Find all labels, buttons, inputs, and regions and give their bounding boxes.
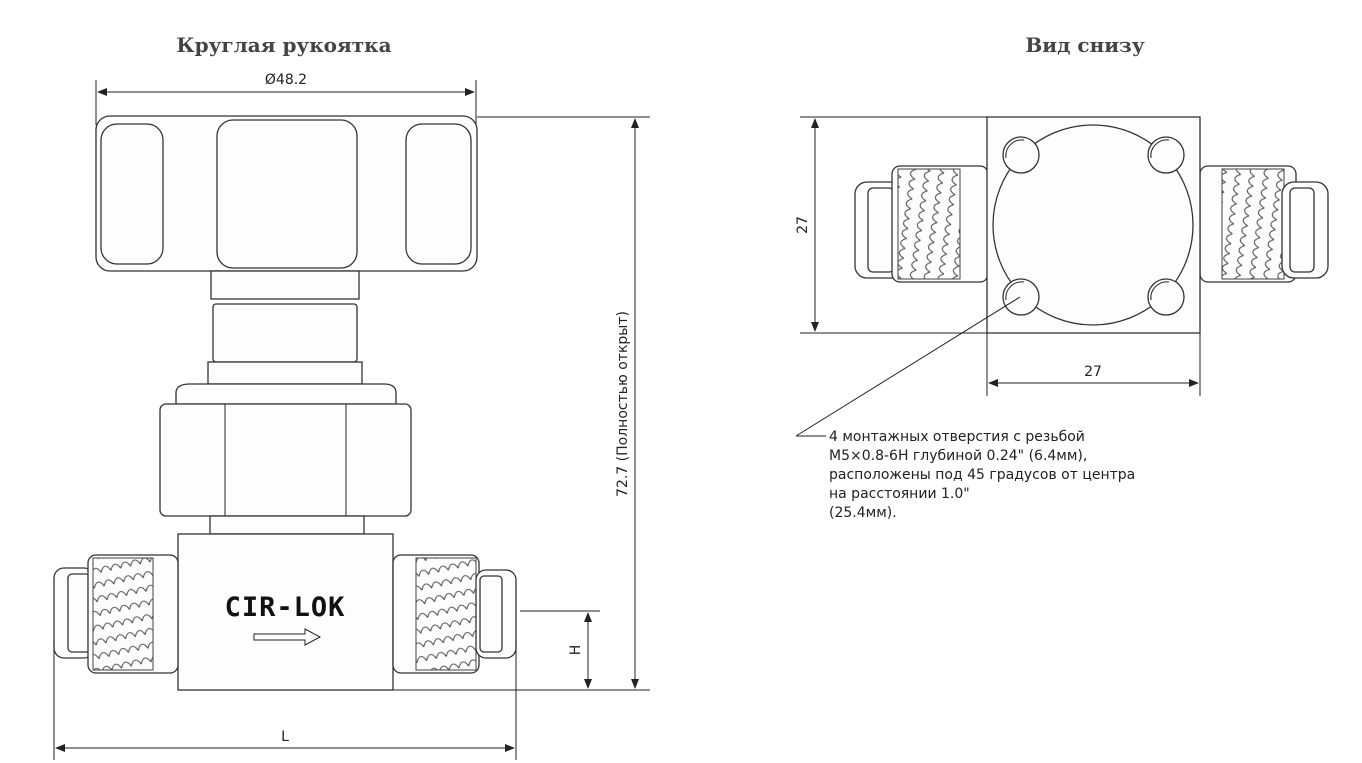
stem-base xyxy=(207,361,363,385)
bv-right-thread xyxy=(1221,168,1285,280)
height-open-label: 72.7 (Полностью открыт) xyxy=(615,311,631,497)
title-bottom-view: Вид снизу xyxy=(1025,33,1144,57)
bv-center-circle xyxy=(992,124,1194,326)
bottom-width-label: 27 xyxy=(1084,364,1102,380)
bottom-height-label: 27 xyxy=(795,216,811,234)
right-port-inner xyxy=(479,575,503,653)
stem-collar xyxy=(210,270,360,300)
valve-side-view: Ø48.2 CIR-LOK xyxy=(53,72,650,760)
handle-diameter-label: Ø48.2 xyxy=(265,72,307,88)
note-line-1: 4 монтажных отверстия с резьбой xyxy=(829,429,1085,445)
port-height-label: H xyxy=(568,645,584,656)
left-port-inner xyxy=(67,573,91,653)
right-port-thread xyxy=(415,557,477,671)
note-line-5: (25.4мм). xyxy=(829,505,897,521)
mounting-hole xyxy=(1147,278,1185,316)
bv-left-inner xyxy=(867,187,895,273)
bonnet-neck xyxy=(209,515,365,535)
left-port-thread xyxy=(92,557,154,671)
bonnet-nut xyxy=(159,403,412,517)
bv-right-inner xyxy=(1289,187,1315,273)
handle-grip-center xyxy=(216,119,358,269)
note-leader-line xyxy=(795,296,1021,437)
bonnet-top xyxy=(175,383,397,405)
bottom-view: 27 27 xyxy=(795,116,1329,437)
note-line-4: на расстоянии 1.0" xyxy=(829,486,970,502)
note-line-2: M5×0.8-6H глубиной 0.24" (6.4мм), xyxy=(829,448,1087,464)
bv-left-thread xyxy=(897,168,961,280)
handle-grip-left xyxy=(100,123,164,265)
handle-grip-right xyxy=(405,123,472,265)
length-label: L xyxy=(281,729,289,745)
mounting-note: 4 монтажных отверстия с резьбой M5×0.8-6… xyxy=(829,429,1135,521)
flow-arrow-icon xyxy=(253,628,322,646)
title-round-handle: Круглая рукоятка xyxy=(176,33,391,57)
mounting-hole xyxy=(1002,278,1040,316)
brand-logo: CIR-LOK xyxy=(225,592,346,623)
mounting-hole xyxy=(1147,136,1185,174)
mounting-hole xyxy=(1002,136,1040,174)
stem xyxy=(212,303,358,363)
note-line-3: расположены под 45 градусов от центра xyxy=(829,467,1135,483)
